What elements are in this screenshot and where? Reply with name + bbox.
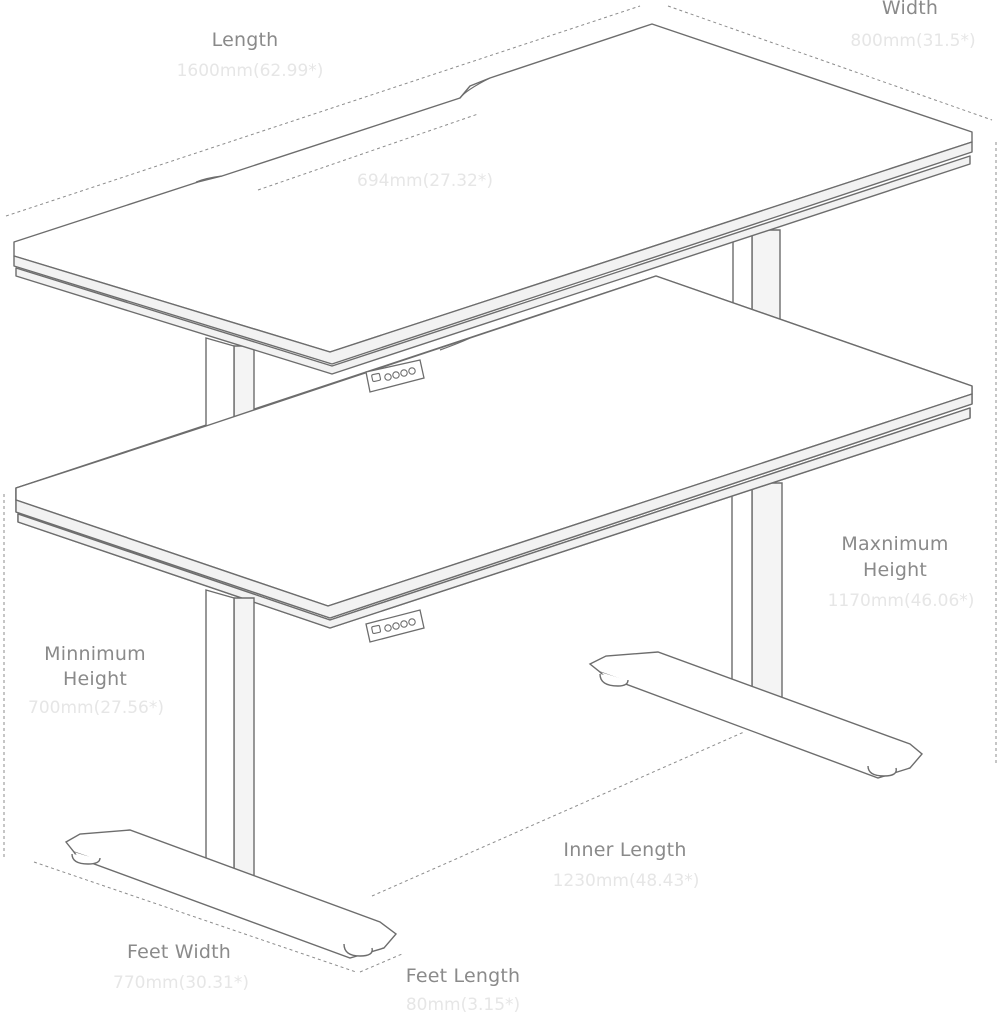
min-height-label-line2: Height	[62, 668, 127, 690]
feet-length-value: 80mm(3.15*)	[405, 995, 521, 1015]
cutout-dimension-line	[257, 113, 479, 191]
max-height-value: 1170mm(46.06*)	[827, 591, 975, 611]
inner-length-label: Inner Length	[563, 839, 687, 861]
feet-width-dimension-line	[33, 861, 357, 973]
front-left-foot	[64, 829, 398, 959]
length-label: Length	[211, 29, 279, 51]
max-height-label-line2: Height	[862, 559, 927, 581]
feet-length-dimension-line	[359, 953, 403, 973]
width-value: 800mm(31.5*)	[850, 31, 976, 51]
max-height-label-line1: Maxnimum	[841, 533, 949, 555]
desk-controller-icon	[365, 609, 425, 643]
feet-width-label: Feet Width	[127, 941, 231, 963]
lower-desktop-front	[15, 275, 973, 629]
front-left-leg-lower	[205, 589, 255, 891]
width-label: Width	[881, 0, 939, 19]
desk-controller-icon	[365, 359, 425, 393]
back-right-leg-lower	[731, 482, 783, 709]
inner-length-dimension-line	[371, 731, 745, 897]
min-height-label-line1: Minnimum	[44, 643, 146, 665]
back-right-foot	[588, 651, 923, 779]
min-height-value: 700mm(27.56*)	[28, 698, 164, 718]
inner-length-value: 1230mm(48.43*)	[552, 871, 700, 891]
length-value: 1600mm(62.99*)	[176, 61, 324, 81]
feet-length-label: Feet Length	[405, 965, 521, 987]
cutout-value: 694mm(27.32*)	[357, 171, 493, 191]
upper-desktop	[13, 23, 973, 375]
feet-width-value: 770mm(30.31*)	[113, 973, 249, 993]
